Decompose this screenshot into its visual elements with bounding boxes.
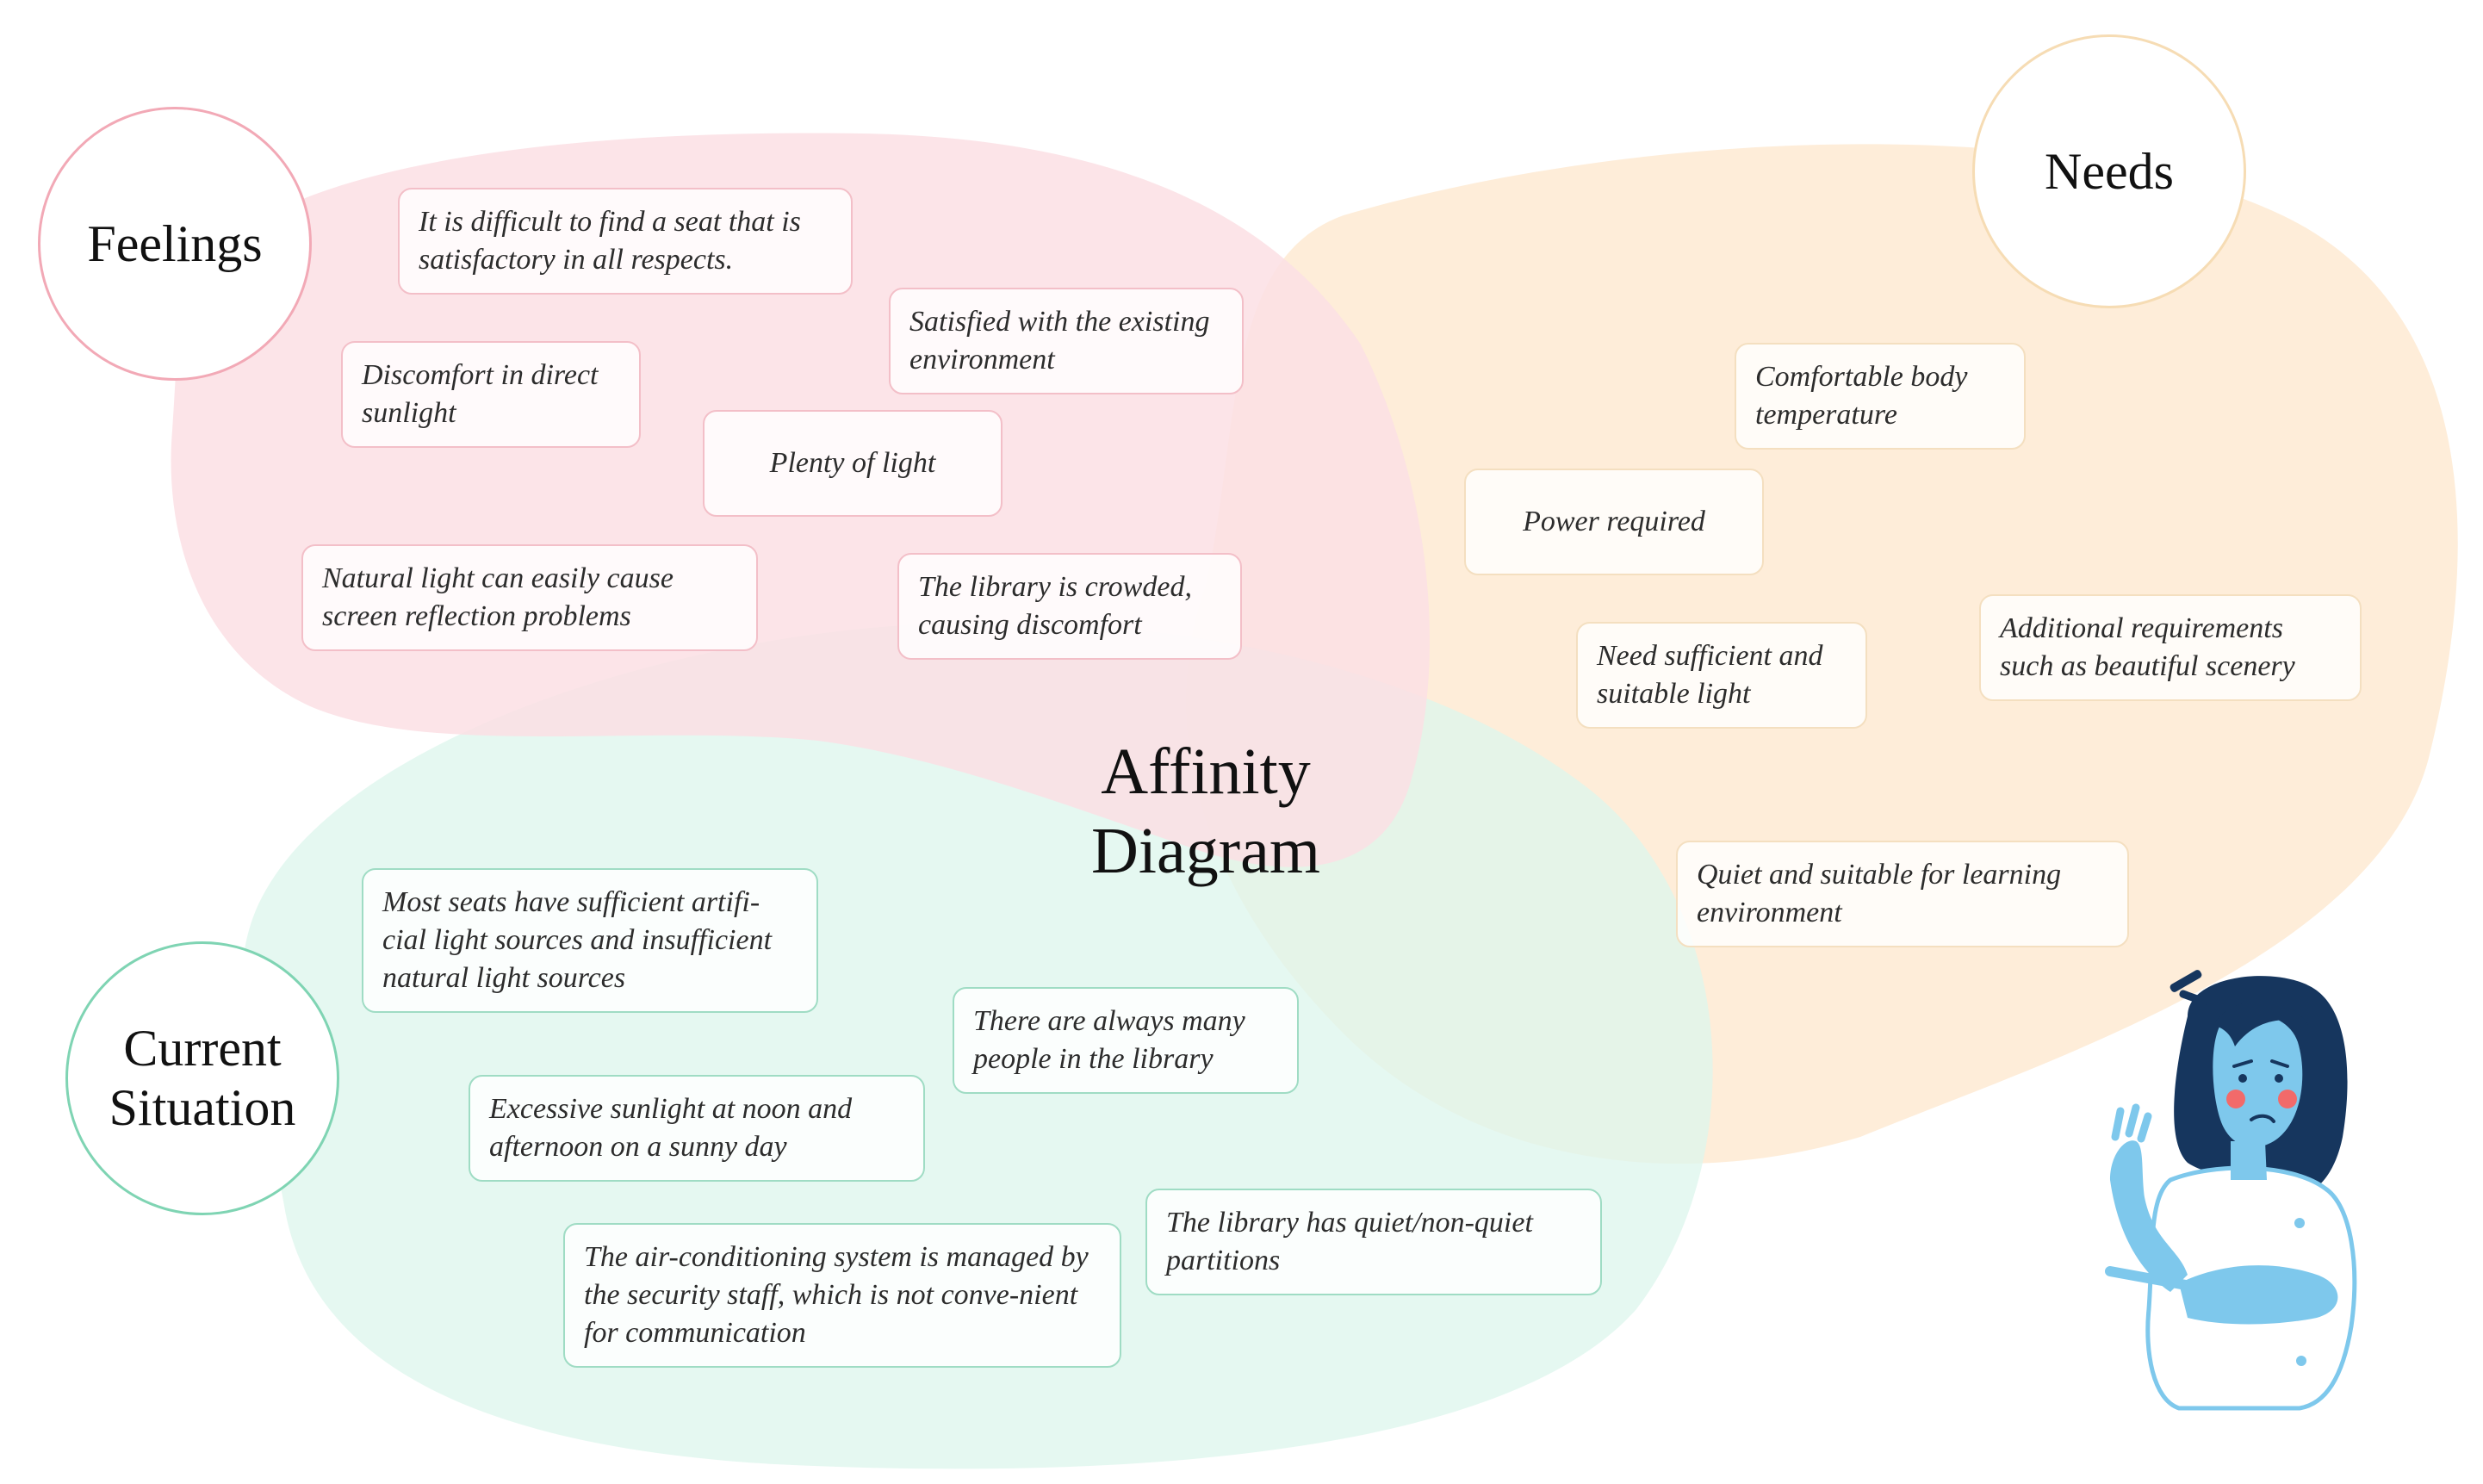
current-situation-note: Excessive sunlight at noon and afternoon… — [469, 1075, 925, 1182]
needs-note: Quiet and suitable for learning environm… — [1676, 841, 2129, 947]
diagram-title: Affinity Diagram — [1016, 732, 1395, 891]
feelings-note: The library is crowded, causing discomfo… — [897, 553, 1242, 660]
current-situation-note: There are always many people in the libr… — [953, 987, 1299, 1094]
needs-note: Additional requirements such as beautifu… — [1979, 594, 2362, 701]
current-situation-header: Current Situation — [65, 941, 339, 1215]
current-situation-label-line1: Current — [123, 1020, 282, 1077]
needs-note: Comfortable body temperature — [1735, 343, 2026, 450]
needs-label: Needs — [2045, 142, 2174, 200]
feelings-note: Plenty of light — [703, 410, 1003, 517]
needs-header: Needs — [1972, 34, 2246, 308]
current-situation-note: Most seats have sufficient artifi-cial l… — [362, 868, 818, 1013]
current-situation-label-line2: Situation — [109, 1079, 296, 1136]
feelings-label: Feelings — [87, 214, 263, 272]
worried-woman-pointing-illustration — [2105, 970, 2357, 1411]
diagram-title-line1: Affinity — [1101, 736, 1311, 808]
current-situation-note: The library has quiet/non-quiet partitio… — [1145, 1189, 1602, 1295]
current-situation-note: The air-conditioning system is managed b… — [563, 1223, 1121, 1368]
feelings-note: Natural light can easily cause screen re… — [301, 544, 758, 651]
feelings-header: Feelings — [38, 107, 312, 381]
needs-note: Need sufficient and suitable light — [1576, 622, 1867, 729]
feelings-note: Satisfied with the existing environment — [889, 288, 1244, 394]
diagram-title-line2: Diagram — [1091, 815, 1320, 887]
needs-note: Power required — [1464, 469, 1764, 575]
feelings-note: Discomfort in direct sunlight — [341, 341, 641, 448]
feelings-note: It is difficult to find a seat that is s… — [398, 188, 853, 295]
